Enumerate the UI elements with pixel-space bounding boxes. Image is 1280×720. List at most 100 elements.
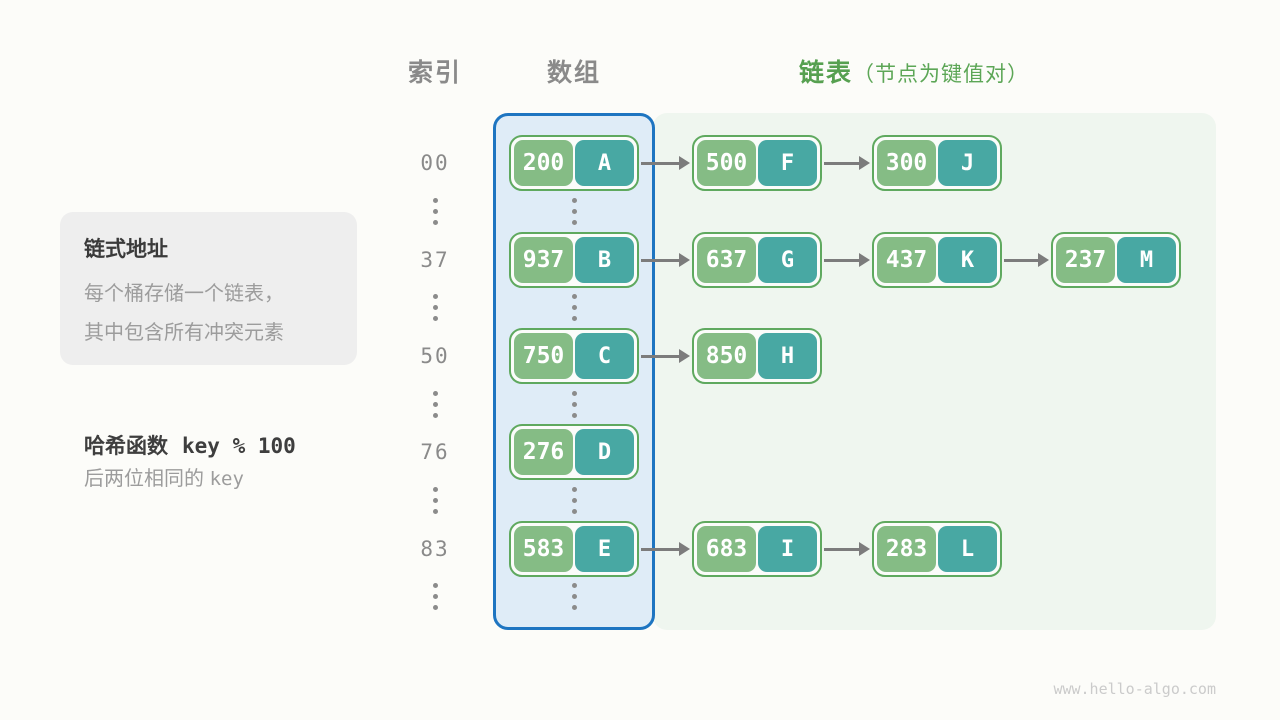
index-label: 50 (420, 344, 450, 368)
arrow-head-icon (1038, 253, 1049, 267)
key-cell: 850 (697, 333, 756, 379)
key-cell: 583 (514, 526, 573, 572)
arrow-line (641, 258, 681, 262)
value-cell: J (938, 140, 997, 186)
ellipsis-dot (432, 305, 438, 310)
ellipsis-dots (571, 583, 577, 610)
ellipsis-dot (432, 487, 438, 492)
arrow-head-icon (859, 156, 870, 170)
ellipsis-dot (432, 198, 438, 203)
arrow-line (824, 258, 861, 262)
hash-title-text: 哈希函数 (84, 435, 168, 458)
arrow-icon (824, 155, 870, 171)
ellipsis-dot (571, 605, 577, 610)
ellipsis-dot (432, 294, 438, 299)
hash-title-code: key % 100 (182, 434, 296, 458)
ellipsis-dots (432, 583, 438, 610)
key-cell: 637 (697, 237, 756, 283)
ellipsis-dot (432, 402, 438, 407)
ellipsis-dot (432, 391, 438, 396)
ellipsis-dot (571, 583, 577, 588)
arrow-head-icon (679, 156, 690, 170)
ellipsis-dot (571, 391, 577, 396)
value-cell: D (575, 429, 634, 475)
ellipsis-dot (571, 509, 577, 514)
key-cell: 283 (877, 526, 936, 572)
key-cell: 200 (514, 140, 573, 186)
arrow-head-icon (679, 349, 690, 363)
ellipsis-dots (432, 391, 438, 418)
index-label: 76 (420, 440, 450, 464)
value-cell: F (758, 140, 817, 186)
ellipsis-dots (571, 391, 577, 418)
arrow-icon (641, 348, 690, 364)
chaining-title: 链式地址 (84, 238, 168, 261)
key-cell: 437 (877, 237, 936, 283)
ellipsis-dots (432, 198, 438, 225)
ellipsis-dot (571, 413, 577, 418)
value-cell: L (938, 526, 997, 572)
ellipsis-dot (432, 220, 438, 225)
hash-line1-text: 后两位相同的 (84, 468, 210, 490)
ellipsis-dots (571, 198, 577, 225)
arrow-line (641, 161, 681, 165)
index-label: 37 (420, 248, 450, 272)
ellipsis-dot (432, 605, 438, 610)
list-column-header: 链表（节点为键值对） (799, 53, 1029, 89)
arrow-icon (824, 541, 870, 557)
arrow-head-icon (859, 542, 870, 556)
index-column-header: 索引 (407, 59, 462, 87)
hash-line1-code: key (209, 468, 244, 490)
arrow-line (641, 547, 681, 551)
chaining-info-card: 链式地址 每个桶存储一个链表， 其中包含所有冲突元素 (60, 212, 357, 365)
arrow-line (824, 547, 861, 551)
ellipsis-dot (571, 316, 577, 321)
list-header-note: （节点为键值对） (853, 63, 1030, 86)
arrow-icon (641, 252, 690, 268)
arrow-head-icon (679, 542, 690, 556)
arrow-line (1004, 258, 1040, 262)
ellipsis-dot (432, 509, 438, 514)
arrow-icon (641, 541, 690, 557)
arrow-head-icon (859, 253, 870, 267)
hash-desc-line1: 后两位相同的 key (84, 460, 384, 498)
arrow-head-icon (679, 253, 690, 267)
value-cell: G (758, 237, 817, 283)
value-cell: B (575, 237, 634, 283)
key-cell: 300 (877, 140, 936, 186)
watermark: www.hello-algo.com (1053, 680, 1216, 698)
value-cell: H (758, 333, 817, 379)
ellipsis-dot (571, 220, 577, 225)
list-header-label: 链表 (799, 59, 854, 87)
ellipsis-dots (432, 294, 438, 321)
arrow-icon (1004, 252, 1049, 268)
ellipsis-dot (571, 209, 577, 214)
ellipsis-dots (571, 487, 577, 514)
key-cell: 276 (514, 429, 573, 475)
arrow-icon (824, 252, 870, 268)
arrow-line (824, 161, 861, 165)
value-cell: I (758, 526, 817, 572)
ellipsis-dot (432, 316, 438, 321)
ellipsis-dot (432, 583, 438, 588)
ellipsis-dot (432, 498, 438, 503)
key-cell: 750 (514, 333, 573, 379)
value-cell: M (1117, 237, 1176, 283)
index-label: 83 (420, 537, 450, 561)
arrow-icon (641, 155, 690, 171)
array-column-header: 数组 (546, 59, 601, 87)
value-cell: A (575, 140, 634, 186)
chaining-desc-line2: 其中包含所有冲突元素 (84, 322, 284, 344)
value-cell: E (575, 526, 634, 572)
key-cell: 500 (697, 140, 756, 186)
hash-function-note: 哈希函数 key % 100 后两位相同的 key (84, 430, 384, 498)
